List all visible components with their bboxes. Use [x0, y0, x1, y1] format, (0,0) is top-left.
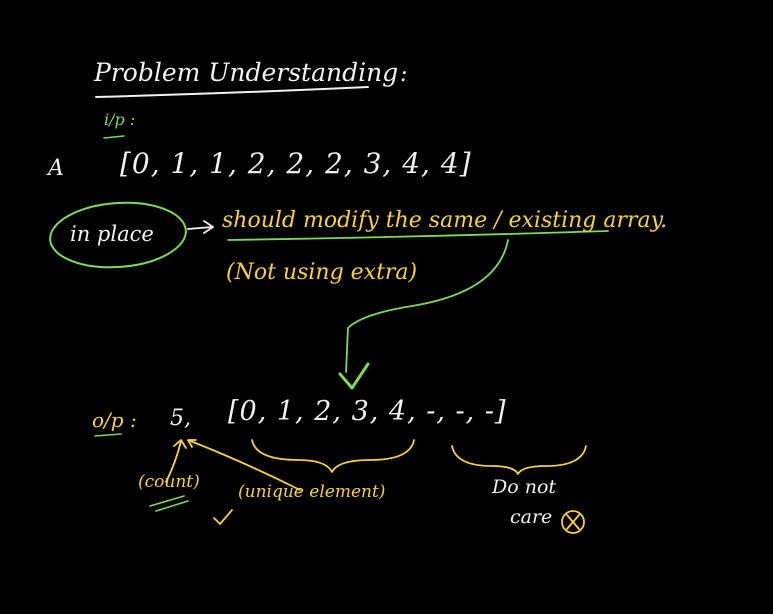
in-place-arrow — [187, 220, 214, 234]
in-place-label: in place — [70, 222, 154, 246]
output-label-underline — [94, 433, 122, 437]
output-count: 5, — [170, 406, 191, 431]
unique-arrow — [187, 439, 301, 491]
unique-note: (unique element) — [238, 482, 386, 502]
output-label: o/p : — [92, 408, 137, 432]
in-place-meaning: should modify the same / existing array. — [222, 208, 668, 233]
input-label-underline — [103, 135, 125, 139]
input-array: [0, 1, 1, 2, 2, 2, 3, 4, 4] — [120, 147, 472, 180]
unique-brace — [251, 439, 415, 473]
dont-care-line1: Do not — [492, 476, 557, 498]
title-colon: : — [400, 62, 408, 87]
meaning-underline — [227, 230, 609, 241]
small-check-icon — [213, 509, 233, 525]
in-place-note: (Not using extra) — [226, 260, 418, 285]
output-array: [0, 1, 2, 3, 4, -, -, -] — [228, 396, 507, 427]
dont-care-line2: care — [510, 506, 553, 528]
count-arrow — [165, 439, 187, 483]
connector-line — [345, 239, 509, 373]
count-note: (count) — [138, 472, 200, 492]
dont-care-brace — [451, 445, 587, 475]
array-name: A — [48, 156, 64, 181]
check-mark-icon — [338, 362, 370, 390]
count-double-underline — [149, 495, 189, 512]
in-place-circle — [49, 201, 187, 269]
circled-x-icon — [561, 510, 585, 534]
page-title: Problem Understanding — [94, 58, 399, 87]
input-label: i/p : — [104, 110, 136, 129]
title-underline — [95, 86, 369, 98]
